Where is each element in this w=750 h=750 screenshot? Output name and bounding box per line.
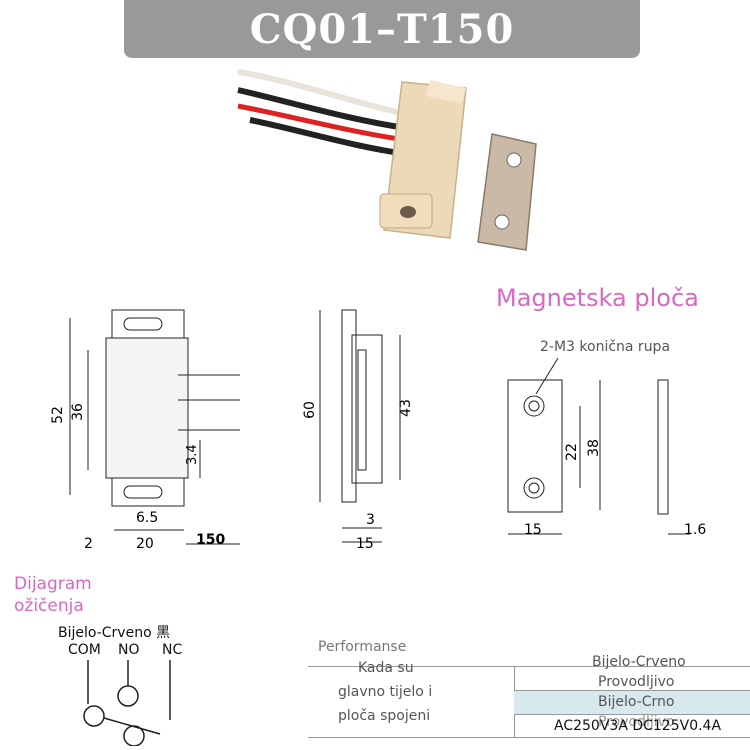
dim-plate-width: 15 <box>524 522 542 538</box>
wire-colors: Bijelo-Crveno <box>58 625 152 641</box>
dim-depth: 15 <box>356 536 374 552</box>
terminal-com: COM <box>68 642 101 658</box>
main-body-drawing: 52 36 6.5 3.4 2 20 150 <box>50 309 240 552</box>
product-title: CQ01–T150 <box>249 6 515 53</box>
row2-wires: Bijelo-Crno <box>598 694 675 710</box>
dim-thickness: 1.6 <box>684 522 706 538</box>
row2-state: Provodljivo <box>598 714 675 730</box>
dim-side-inner: 43 <box>398 399 414 417</box>
dim-wire-len: 150 <box>196 532 225 548</box>
title-banner: CQ01–T150 <box>124 0 640 58</box>
row1-wires: Bijelo-Crveno <box>592 654 686 670</box>
wiring-schematic <box>83 660 171 746</box>
dim-spacing: 22 <box>564 443 580 461</box>
dim-width: 20 <box>136 536 154 552</box>
terminal-no: NO <box>118 642 140 658</box>
wiring-title-line1: Dijagram <box>14 574 92 594</box>
row1-state: Provodljivo <box>598 674 675 690</box>
hole-label: 2-M3 konična rupa <box>540 339 671 355</box>
wiring-title: Dijagram ožičenja <box>14 573 92 617</box>
terminal-nc: NC <box>162 642 183 658</box>
condition-line1: Kada su <box>358 660 414 676</box>
dim-height: 52 <box>50 406 66 424</box>
dim-inner: 36 <box>70 403 86 421</box>
performance-table: Kada su glavno tijelo i ploča spojeni Bi… <box>308 654 750 738</box>
dim-plate-height: 38 <box>586 439 602 457</box>
dim-wire-gap: 3.4 <box>185 444 200 465</box>
wire-colors-label: Bijelo-Crveno 黑 <box>58 622 170 642</box>
performance-header: Performanse <box>318 639 407 655</box>
dim-wire-offset: 6.5 <box>136 510 158 526</box>
product-photo <box>237 69 537 251</box>
magnet-plate-title: Magnetska ploča <box>496 284 699 312</box>
magnet-plate-drawing: 22 38 15 1.6 <box>507 357 706 538</box>
rating: AC250V3A DC125V0.4A <box>554 718 722 734</box>
wiring-title-line2: ožičenja <box>14 596 84 616</box>
side-view-drawing: 60 43 3 15 <box>302 309 414 552</box>
condition-line2: glavno tijelo i <box>338 684 433 700</box>
dim-left: 2 <box>84 536 93 552</box>
dim-flange: 3 <box>366 512 375 528</box>
condition-line3: ploča spojeni <box>338 708 431 724</box>
black-char: 黑 <box>156 625 171 641</box>
dim-side-height: 60 <box>302 401 318 419</box>
